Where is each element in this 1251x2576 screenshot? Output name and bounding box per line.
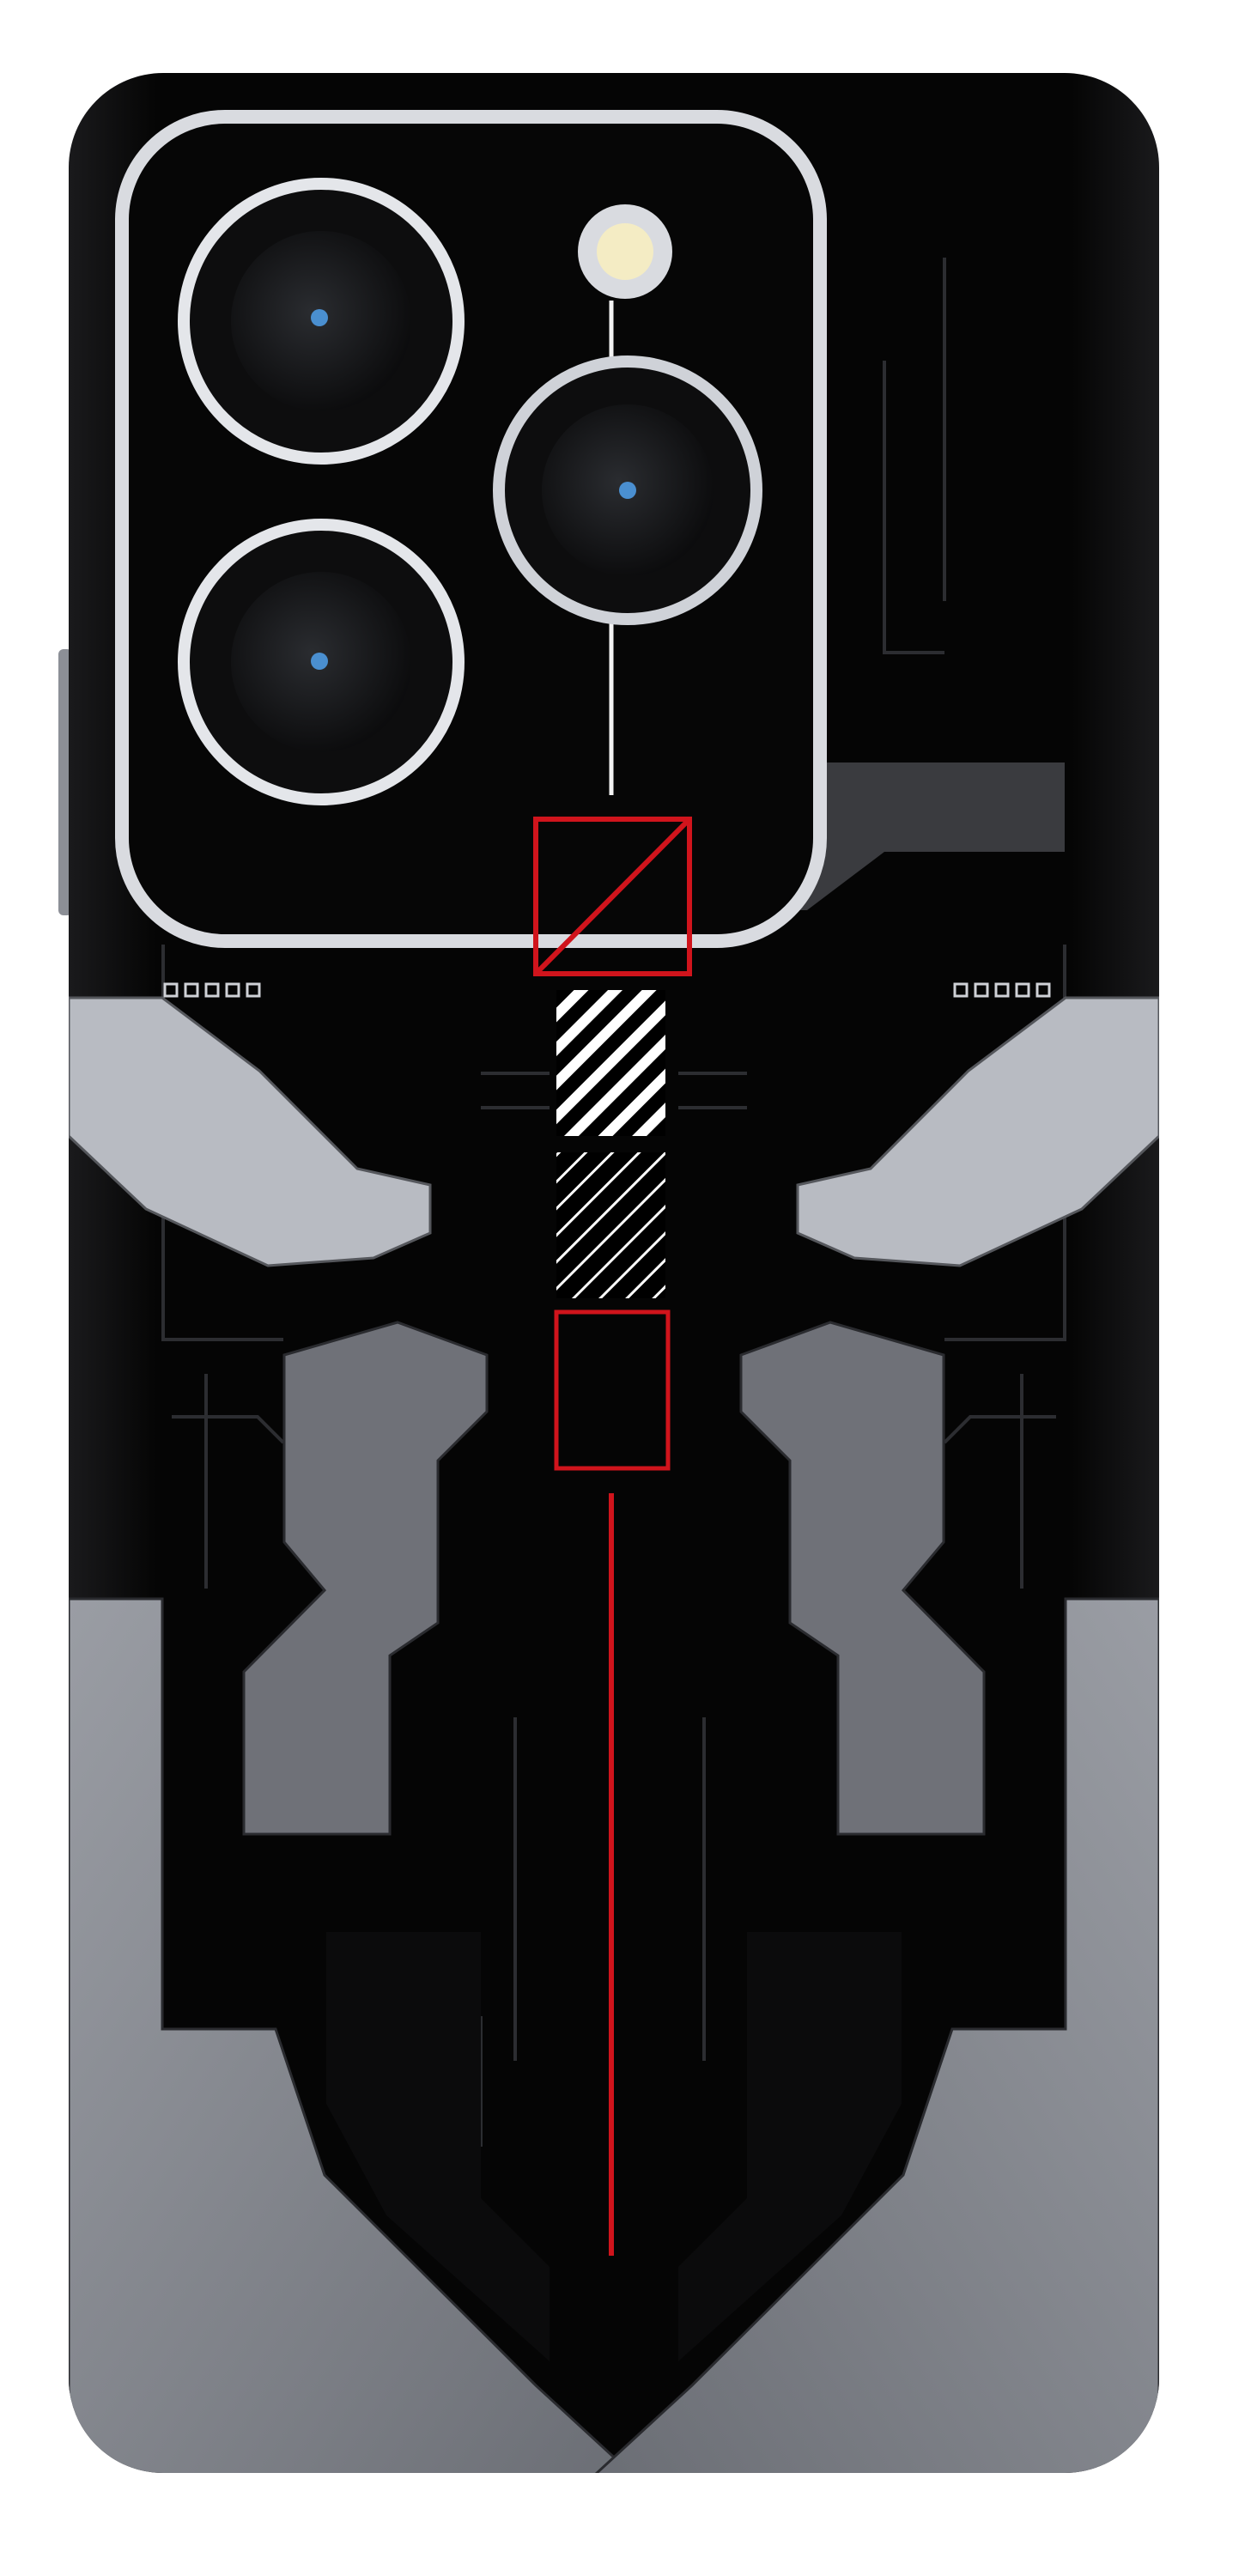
main-lens-icon — [178, 178, 465, 465]
flash-icon — [578, 204, 672, 299]
secondary-lens-icon — [178, 519, 465, 805]
mid-mech-plate — [242, 1321, 489, 1836]
camera-module — [115, 110, 827, 976]
wing-plate — [69, 996, 432, 1267]
tertiary-lens-icon — [493, 355, 762, 625]
bottom-armor — [69, 1597, 636, 2473]
bottom-inner-dark — [326, 1932, 550, 2361]
red-square-lower — [554, 1309, 671, 1471]
red-square-upper — [533, 817, 692, 976]
hatch-block-thin — [556, 1152, 665, 1298]
center-spine — [554, 990, 671, 2256]
pad-rows — [163, 982, 1051, 998]
hatch-block-bold — [556, 990, 665, 1136]
